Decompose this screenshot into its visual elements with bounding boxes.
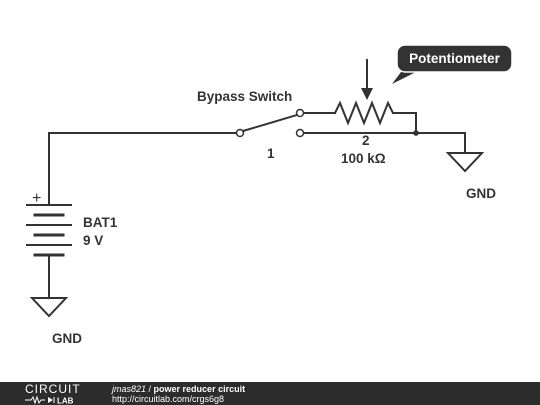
gnd-label-right: GND <box>466 186 496 201</box>
wire-bypass <box>303 132 466 154</box>
switch-pin-1-label: 1 <box>267 146 275 161</box>
footer-separator: / <box>146 384 154 394</box>
ground-icon-left <box>29 297 69 318</box>
switch-label: Bypass Switch <box>197 89 292 104</box>
wiper-arrow-icon <box>361 88 373 100</box>
footer-title-line: jmas821 / power reducer circuit <box>112 384 245 394</box>
battery-name-label: BAT1 <box>83 215 118 230</box>
junction-node <box>413 130 419 136</box>
logo-resistor-icon <box>25 395 45 405</box>
switch-pin-2-label: 2 <box>362 133 370 148</box>
wire-battery-to-switch <box>48 132 237 206</box>
callout-text: Potentiometer <box>409 51 501 66</box>
switch-terminal-common <box>235 128 245 138</box>
circuitlab-logo: CIRCUIT LAB <box>25 382 81 405</box>
battery-voltage-label: 9 V <box>83 233 103 248</box>
battery-plus-sign: + <box>32 190 41 207</box>
gnd-label-left: GND <box>52 331 82 346</box>
potentiometer-callout <box>396 44 513 73</box>
switch-lever <box>241 113 299 133</box>
logo-text-top: CIRCUIT <box>25 382 81 396</box>
ground-icon-right <box>445 152 485 173</box>
potentiometer-resistor-zigzag <box>333 100 395 126</box>
switch-terminal-bottom <box>295 128 305 138</box>
footer-user[interactable]: jmas821 <box>112 384 147 394</box>
wire-pot-to-node <box>392 112 417 134</box>
logo-diode-icon <box>48 397 53 403</box>
footer-title[interactable]: power reducer circuit <box>153 384 246 394</box>
footer-url[interactable]: http://circuitlab.com/crgs6g8 <box>112 394 225 404</box>
footer-meta: jmas821 / power reducer circuit http://c… <box>112 384 245 404</box>
resistor-value-label: 100 kΩ <box>341 151 386 166</box>
schematic-canvas: Potentiometer Bypass Switch 1 2 100 kΩ G… <box>26 44 513 346</box>
logo-text-bottom: LAB <box>57 397 74 405</box>
footer-bar: CIRCUIT LAB jmas821 / power reducer circ… <box>0 382 540 405</box>
